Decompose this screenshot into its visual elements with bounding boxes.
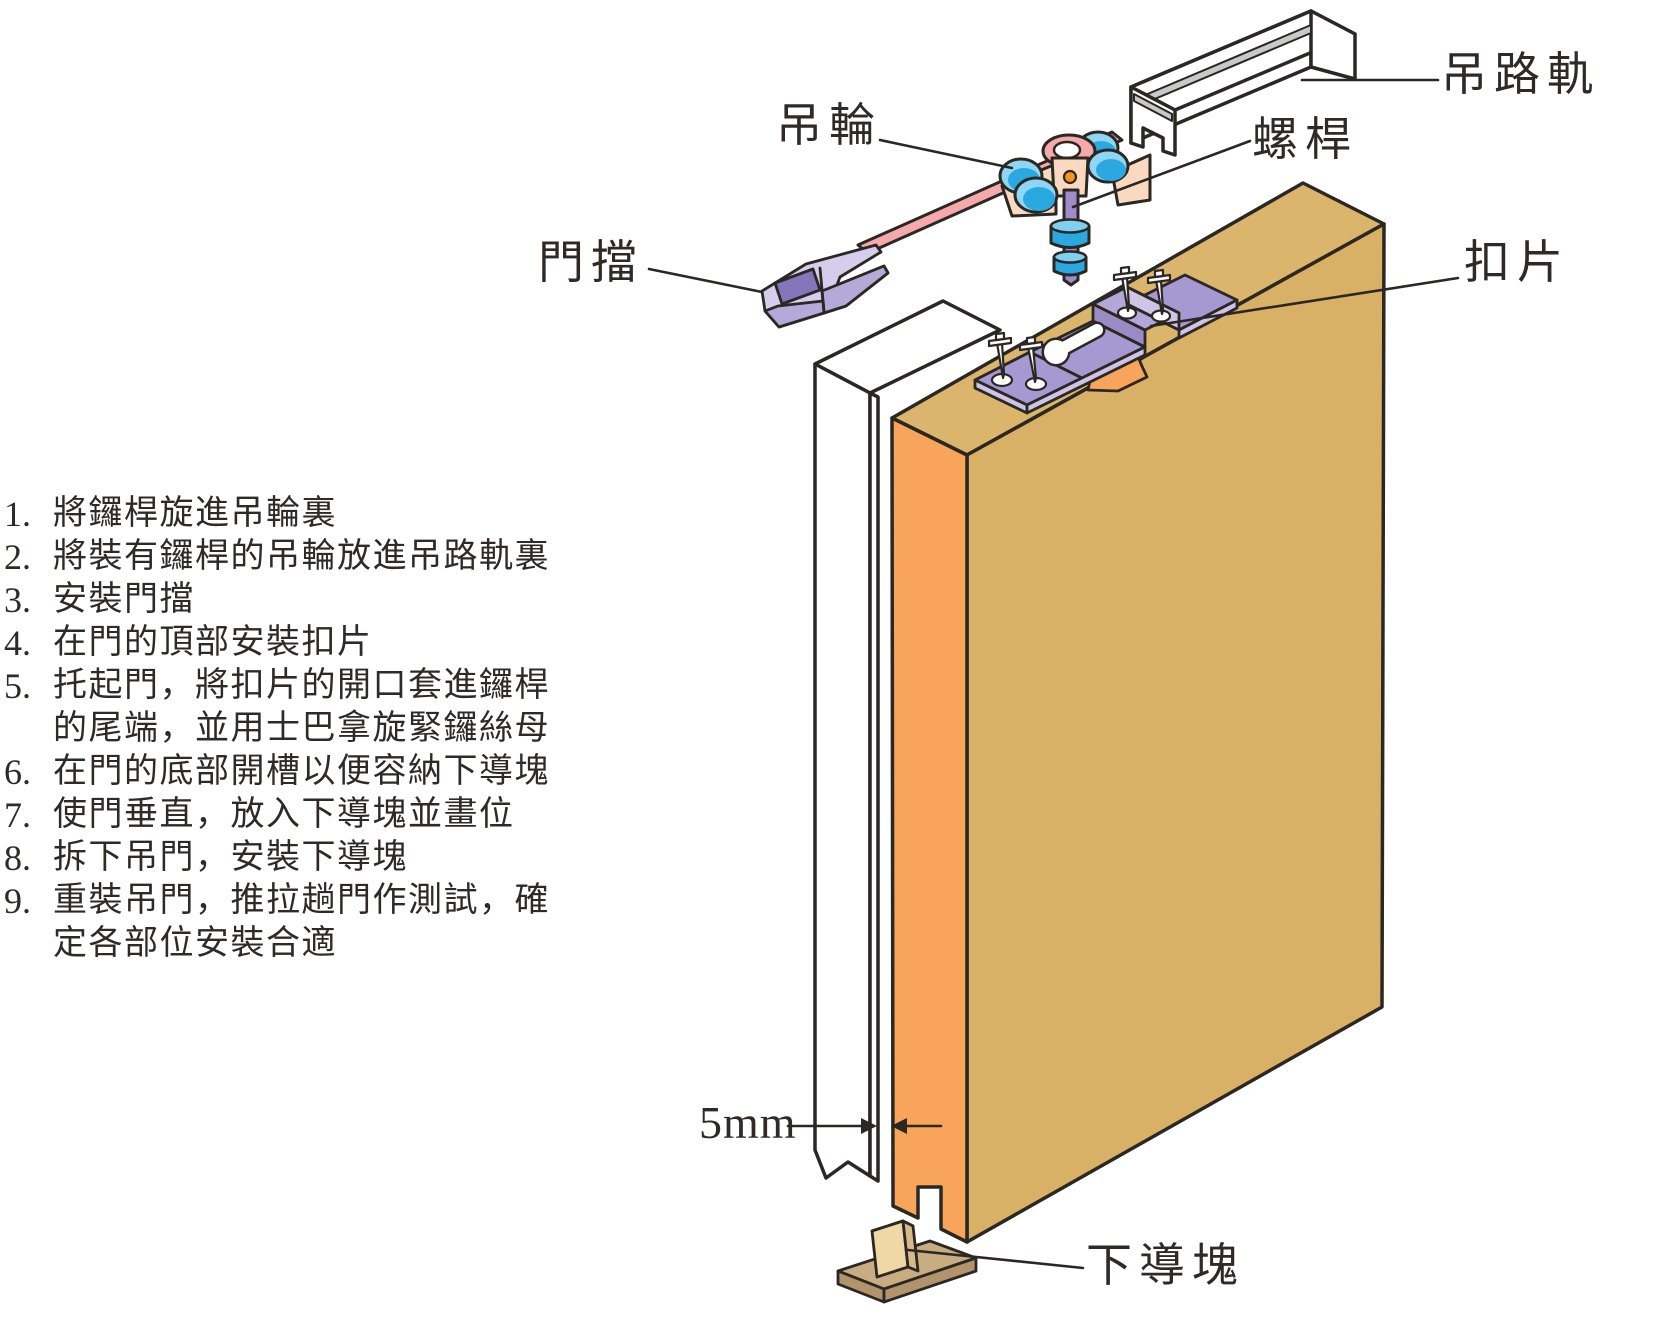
leader-screw-rod [1071,139,1252,209]
guide-fin-side [901,1219,920,1273]
installation-steps: 1. 將鑼桿旋進吊輪裏 2. 將裝有鑼桿的吊輪放進吊路軌裏 3. 安裝門擋 4. 在門的… [4,494,550,967]
label-hanger-wheel: 吊輪 [776,100,882,151]
arrowhead-left-icon [891,1118,907,1134]
wall-panel [813,299,1002,1183]
arrowhead-right-icon [861,1118,877,1134]
label-screw-rod: 螺桿 [1252,114,1358,165]
step-line: 定各部位安裝合適 [4,924,550,967]
bracket-side-right [1110,153,1152,207]
step-line: 4. 在門的頂部安裝扣片 [4,623,550,666]
rod-nut-lower [1052,250,1088,277]
step-line: 2. 將裝有鑼桿的吊輪放進吊路軌裏 [4,537,550,580]
label-track: 吊路軌 [1441,49,1600,100]
keyhole-circle [1044,340,1068,364]
step-line: 6. 在門的底部開槽以便容納下導塊 [4,752,550,795]
step-text: 托起門，將扣片的開口套進鑼桿 [53,667,550,704]
leader-bottom-guide [906,1248,1085,1270]
nail-cap-2 [1025,335,1037,346]
nut-top [1049,218,1091,234]
nut-top [1052,250,1088,264]
door [890,181,1386,1244]
leader-lines [647,78,1460,1270]
plate-front-face [1025,345,1147,415]
label-gap-dimension: 5mm [699,1097,797,1148]
nail-cap-4 [1153,268,1165,279]
leader-buckle-plate [1149,276,1460,328]
bracket-boss-hole [1052,140,1082,160]
wheel-tire [1096,159,1126,181]
hanging-track [1129,9,1357,157]
rod-nut-upper [1049,218,1091,249]
step-text: 安裝門擋 [53,581,195,618]
wall-panel-front-face [813,362,872,1180]
wheel-front-right [1086,148,1130,184]
step-text: 將裝有鑼桿的吊輪放進吊路軌裏 [53,538,550,575]
wheel-front-left [1013,176,1059,214]
step-text: 使門垂直，放入下導塊並畫位 [53,796,515,833]
step-line: 的尾端，並用士巴拿旋緊鑼絲母 [4,709,550,752]
step-text: 將鑼桿旋進吊輪裏 [53,495,337,532]
door-stop [760,243,890,329]
step-text: 在門的底部開槽以便容納下導塊 [53,753,550,790]
step-text: 重裝吊門，推拉趟門作測試，確 [53,882,550,919]
door-edge-face [890,416,969,1244]
step-number: 4. [4,623,31,663]
step-line: 9. 重裝吊門，推拉趟門作測試，確 [4,881,550,924]
plate-front-face-right [1177,298,1239,340]
buckle-plate [973,265,1239,415]
stop-seam [818,266,826,314]
bracket-screw [1062,169,1078,185]
label-door-stop: 門擋 [538,237,644,288]
step-line: 5. 托起門，將扣片的開口套進鑼桿 [4,666,550,709]
step-number: 6. [4,752,31,792]
step-number: 8. [4,838,31,878]
track-end-face [1309,9,1357,81]
step-number: 1. [4,494,31,534]
leader-hanger-wheel [878,138,1014,170]
nail-cap-1 [994,331,1006,342]
step-line: 1. 將鑼桿旋進吊輪裏 [4,494,550,537]
step-text: 拆下吊門，安裝下導塊 [53,839,408,876]
track-c-groove [1133,93,1173,122]
step-number: 9. [4,881,31,921]
wall-panel-edge [868,391,880,1183]
step-number: 3. [4,580,31,620]
step-text: 的尾端，並用士巴拿旋緊鑼絲母 [53,710,550,747]
label-bottom-guide: 下導塊 [1086,1240,1245,1291]
hanger-wheel-assembly [856,130,1152,287]
step-number: 2. [4,537,31,577]
gap-dimension-arrows [786,1118,943,1134]
plate-nails [987,265,1172,384]
step-number: 7. [4,795,31,835]
guide-base-end [882,1256,978,1304]
step-text: 定各部位安裝合適 [53,925,337,962]
wheel-tire [1023,187,1055,211]
step-line: 3. 安裝門擋 [4,580,550,623]
step-text: 在門的頂部安裝扣片 [53,624,373,661]
stop-top-inset [773,267,822,306]
leader-door-stop [647,267,764,294]
step-line: 8. 拆下吊門，安裝下導塊 [4,838,550,881]
label-buckle-plate: 扣片 [1464,237,1570,288]
step-number: 5. [4,666,31,706]
nail-cap-3 [1119,265,1131,276]
step-line: 7. 使門垂直，放入下導塊並畫位 [4,795,550,838]
